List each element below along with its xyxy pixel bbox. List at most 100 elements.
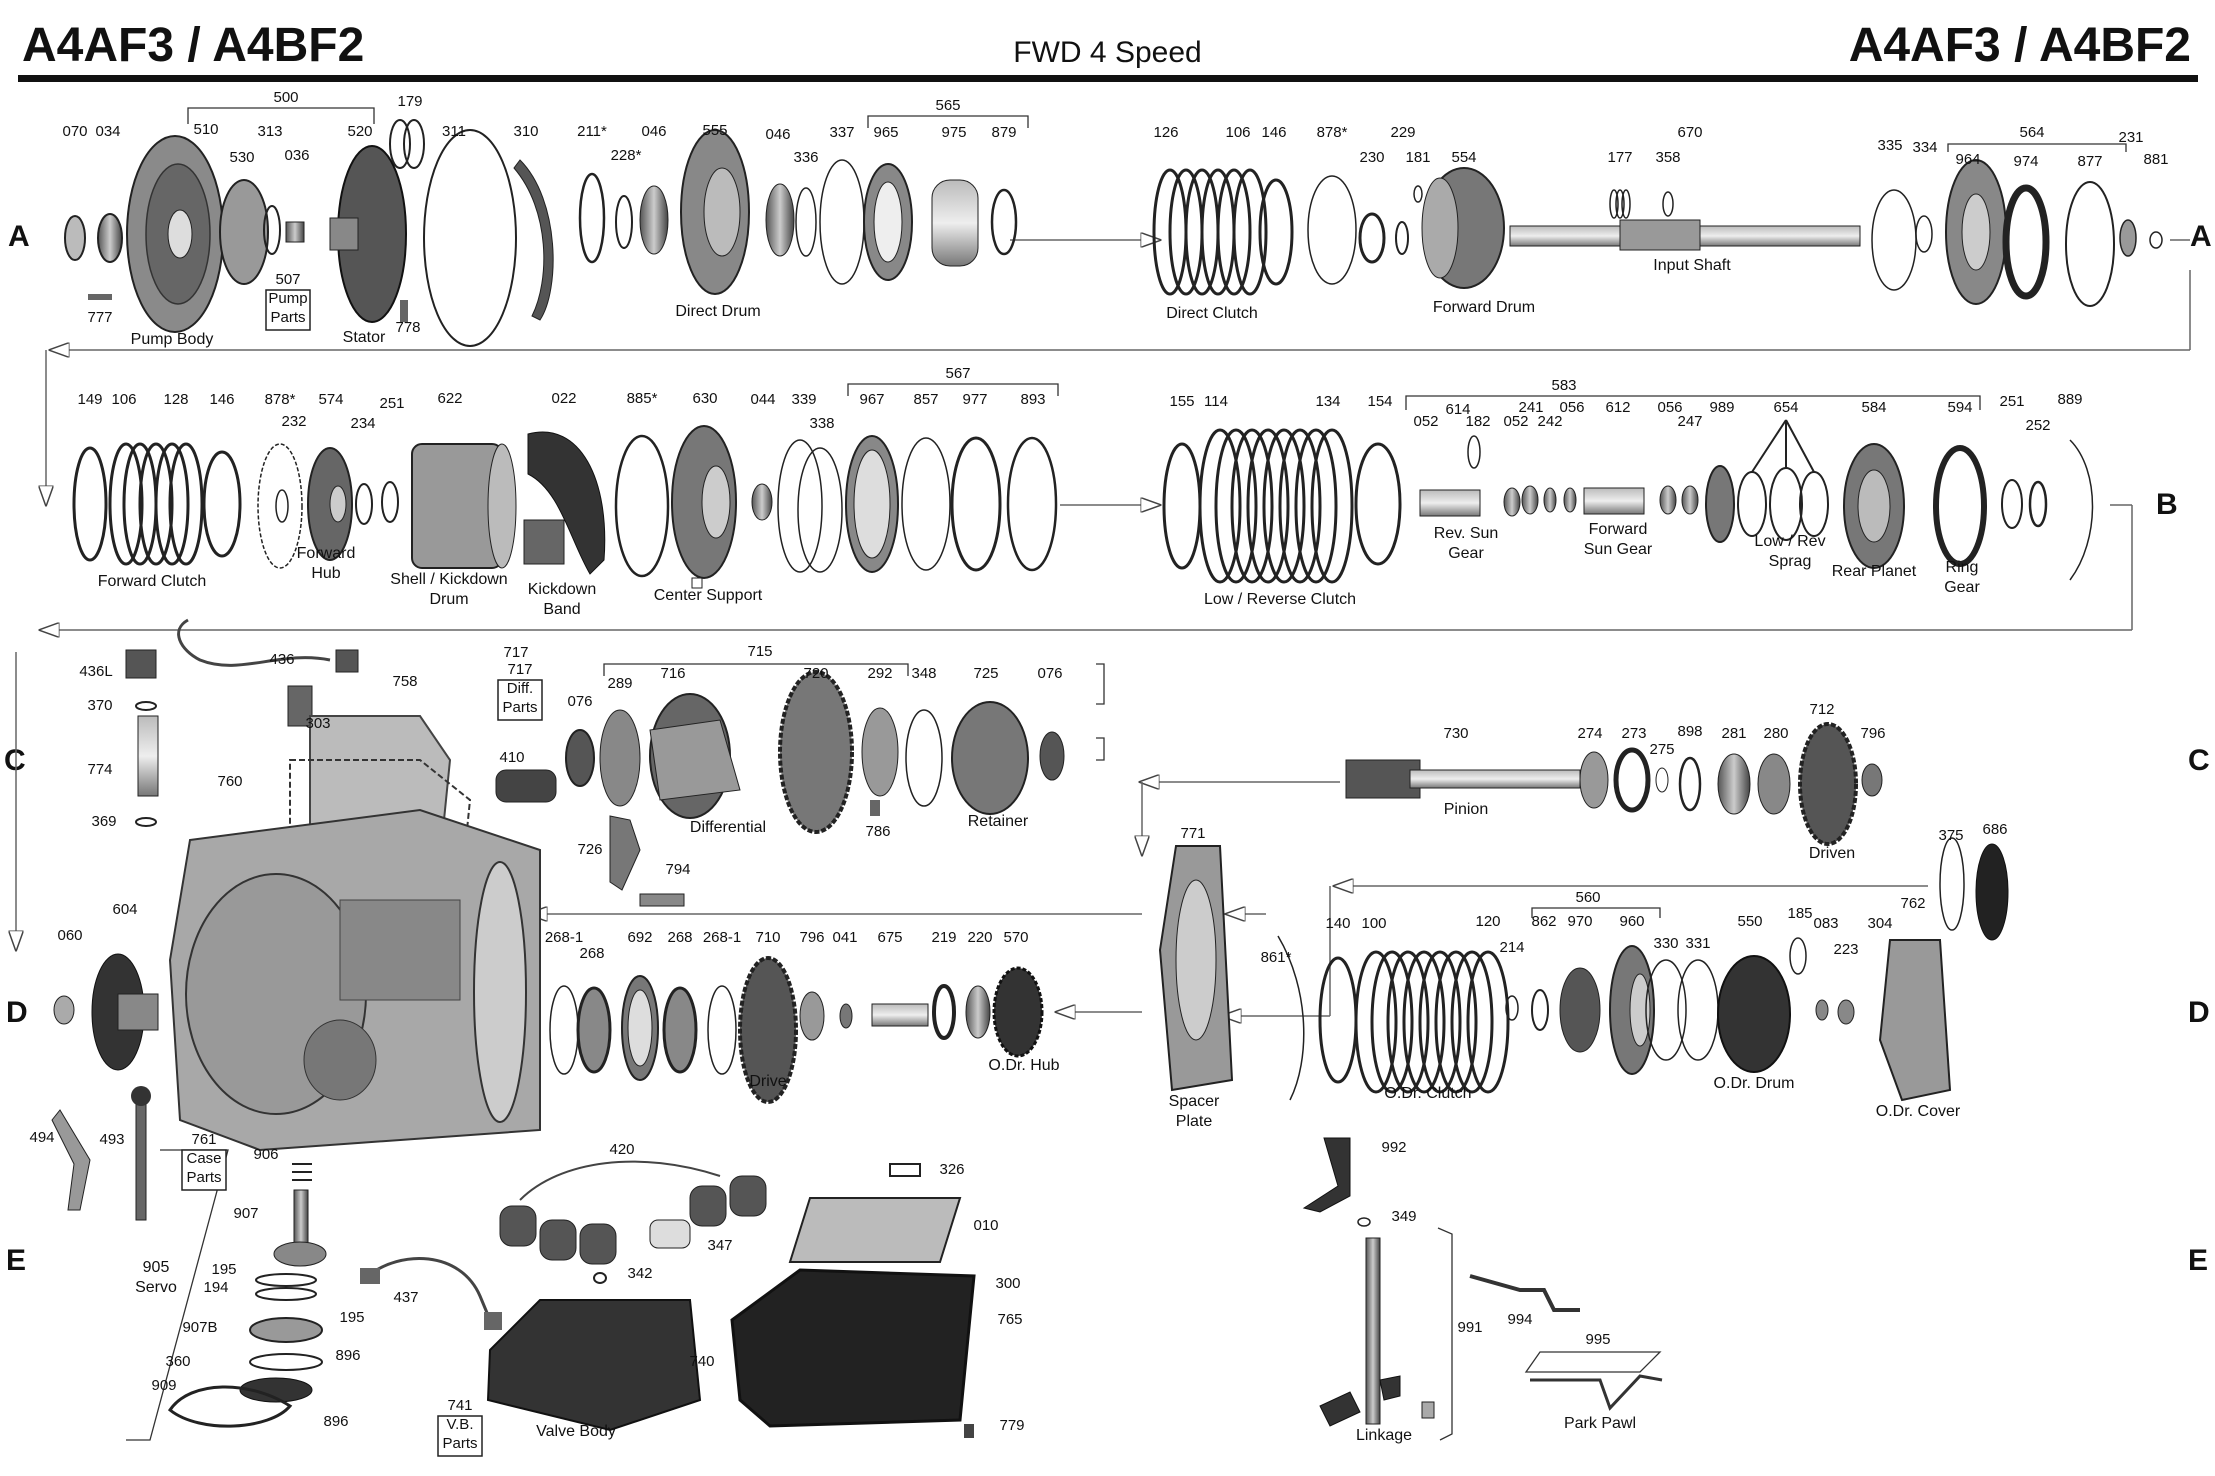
part-number-p594: 594: [1947, 399, 1972, 416]
caption-l-forward-hub-1: Forward: [297, 545, 356, 562]
part-number-p247: 247: [1677, 413, 1702, 430]
part-number-p574: 574: [318, 391, 343, 408]
row-label-c-right: C: [2188, 744, 2210, 777]
part-number-p991: 991: [1457, 1319, 1482, 1336]
part-number-p960: 960: [1619, 913, 1644, 930]
part-number-p046a: 046: [641, 123, 666, 140]
part-number-p214: 214: [1499, 939, 1524, 956]
info-box-line-b-diff-parts-0: 717: [507, 661, 532, 678]
part-number-p311: 311: [442, 123, 466, 140]
part-number-p777: 777: [87, 309, 112, 326]
part-number-p878b: 878*: [265, 391, 296, 408]
caption-l-low-rev-sprag-2: Sprag: [1769, 553, 1812, 570]
part-number-p907B: 907B: [182, 1319, 217, 1336]
part-number-p670: 670: [1677, 124, 1702, 141]
part-number-p898: 898: [1677, 723, 1702, 740]
part-number-p885: 885*: [627, 390, 658, 407]
caption-l-kickdown-2: Band: [543, 601, 580, 618]
part-number-p965: 965: [873, 124, 898, 141]
part-number-p370: 370: [87, 697, 112, 714]
part-number-p010: 010: [973, 1217, 998, 1234]
part-number-p494: 494: [29, 1129, 54, 1146]
part-number-p220: 220: [967, 929, 992, 946]
part-number-p862: 862: [1531, 913, 1556, 930]
part-number-p056a: 056: [1559, 399, 1584, 416]
part-number-p330: 330: [1653, 935, 1678, 952]
part-number-p712: 712: [1809, 701, 1834, 718]
caption-l-retainer: Retainer: [968, 813, 1029, 830]
part-number-p179: 179: [397, 93, 422, 110]
part-number-p275: 275: [1649, 741, 1674, 758]
title-center: FWD 4 Speed: [1013, 36, 1202, 69]
part-number-p564: 564: [2019, 124, 2044, 141]
part-number-p878a: 878*: [1317, 124, 1348, 141]
part-number-p560: 560: [1575, 889, 1600, 906]
part-number-p230: 230: [1359, 149, 1384, 166]
part-number-p219: 219: [931, 929, 956, 946]
part-number-p052b: 052: [1503, 413, 1528, 430]
part-number-p420: 420: [609, 1141, 634, 1158]
caption-l-forward-drum: Forward Drum: [1433, 299, 1535, 316]
part-number-p774: 774: [87, 761, 112, 778]
part-number-p436L: 436L: [79, 663, 112, 680]
part-number-p778: 778: [395, 319, 420, 336]
part-number-p251b: 251: [1999, 393, 2024, 410]
part-number-p044: 044: [750, 391, 775, 408]
part-number-p228: 228*: [611, 147, 642, 164]
part-number-p251a: 251: [379, 395, 404, 412]
part-number-p964: 964: [1955, 151, 1980, 168]
part-number-p622: 622: [437, 390, 462, 407]
part-number-p149: 149: [77, 391, 102, 408]
part-number-p242: 242: [1537, 413, 1562, 430]
row-label-a-right: A: [2190, 220, 2212, 253]
part-number-p717: 717: [503, 644, 528, 661]
part-number-p530: 530: [229, 149, 254, 166]
part-number-p726: 726: [577, 841, 602, 858]
row-label-b-right: B: [2156, 488, 2178, 521]
group-brackets: [126, 107, 2127, 1441]
part-number-p234: 234: [350, 415, 375, 432]
part-number-p570: 570: [1003, 929, 1028, 946]
caption-l-odr-hub: O.Dr. Hub: [988, 1057, 1059, 1074]
part-number-p106b: 106: [111, 391, 136, 408]
row-label-d-left: D: [6, 996, 28, 1029]
part-number-p155: 155: [1169, 393, 1194, 410]
part-number-p565: 565: [935, 97, 960, 114]
part-number-p185: 185: [1787, 905, 1812, 922]
part-number-p339: 339: [791, 391, 816, 408]
caption-l-valve-body: Valve Body: [536, 1423, 616, 1440]
part-number-p280: 280: [1763, 725, 1788, 742]
part-number-p304: 304: [1867, 915, 1892, 932]
part-number-p338: 338: [809, 415, 834, 432]
part-number-p786: 786: [865, 823, 890, 840]
part-number-p252: 252: [2025, 417, 2050, 434]
caption-l-odr-cover: O.Dr. Cover: [1876, 1103, 1961, 1120]
info-box-line-b-pump-parts-1: Pump: [268, 290, 307, 307]
part-number-p289: 289: [607, 675, 632, 692]
part-number-p126: 126: [1153, 124, 1178, 141]
caption-l-pump-body: Pump Body: [131, 331, 214, 348]
part-number-p349: 349: [1391, 1208, 1416, 1225]
caption-l-shell-2: Drum: [429, 591, 468, 608]
row-b-parts: [72, 419, 2094, 589]
part-number-p500: 500: [273, 89, 298, 106]
part-number-p583: 583: [1551, 377, 1576, 394]
info-box-line-b-vb-parts-0: 741: [447, 1397, 472, 1414]
part-number-p555: 555: [702, 122, 727, 139]
part-number-p410: 410: [499, 749, 524, 766]
info-box-line-b-diff-parts-2: Parts: [502, 699, 537, 716]
info-box-frame: [181, 1149, 227, 1191]
caption-l-pinion: Pinion: [1444, 801, 1488, 818]
part-number-p989: 989: [1709, 399, 1734, 416]
part-number-p369: 369: [91, 813, 116, 830]
part-number-p128: 128: [163, 391, 188, 408]
part-number-p720: 720: [803, 665, 828, 682]
part-number-p334: 334: [1912, 139, 1937, 156]
part-number-p881: 881: [2143, 151, 2168, 168]
info-box-frame: [265, 289, 311, 331]
part-number-p794a: 794: [665, 861, 690, 878]
part-number-p241: 241: [1518, 399, 1543, 416]
